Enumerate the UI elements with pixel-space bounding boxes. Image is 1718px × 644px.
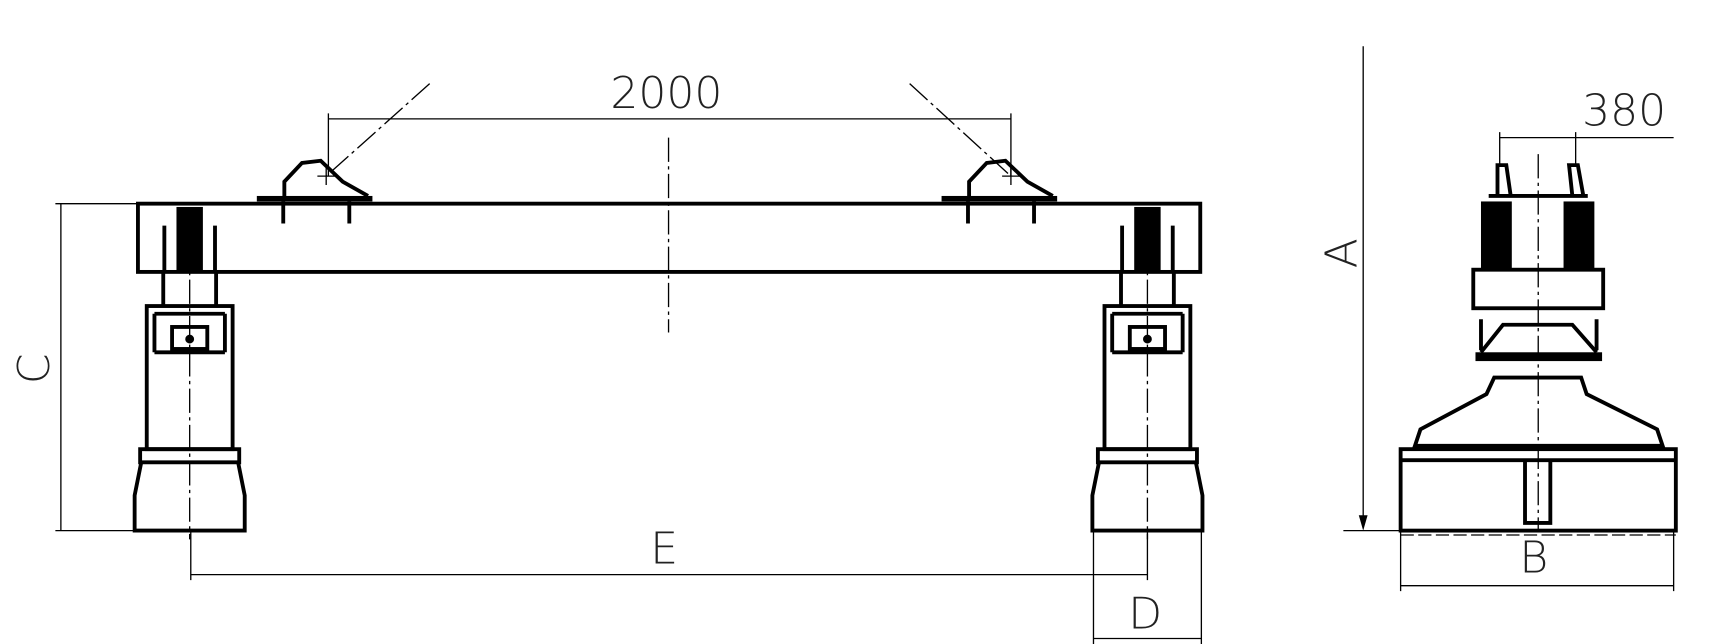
dim-label-e: E — [650, 524, 678, 575]
dimension-d: D — [1092, 530, 1203, 644]
left-lifting-lug — [254, 158, 375, 226]
dim-label-d: D — [1128, 589, 1162, 640]
dimension-a: A — [1317, 46, 1401, 532]
dimension-c: C — [9, 202, 138, 532]
dim-label-c: C — [9, 353, 60, 384]
dim-label-380: 380 — [1582, 85, 1666, 136]
side-view — [1398, 154, 1678, 536]
right-leg — [1090, 205, 1205, 542]
left-leg — [132, 205, 247, 542]
dimension-e: E — [190, 524, 1149, 581]
dim-label-a: A — [1317, 238, 1368, 268]
dim-label-b: B — [1519, 532, 1548, 583]
dimension-b: B — [1399, 530, 1675, 592]
front-view — [132, 83, 1205, 542]
dimension-380: 380 — [1499, 85, 1674, 166]
right-lifting-lug — [939, 158, 1060, 226]
dim-label-2000: 2000 — [610, 68, 722, 119]
sling-lines — [325, 83, 1012, 177]
dimension-2000: 2000 — [327, 68, 1012, 177]
